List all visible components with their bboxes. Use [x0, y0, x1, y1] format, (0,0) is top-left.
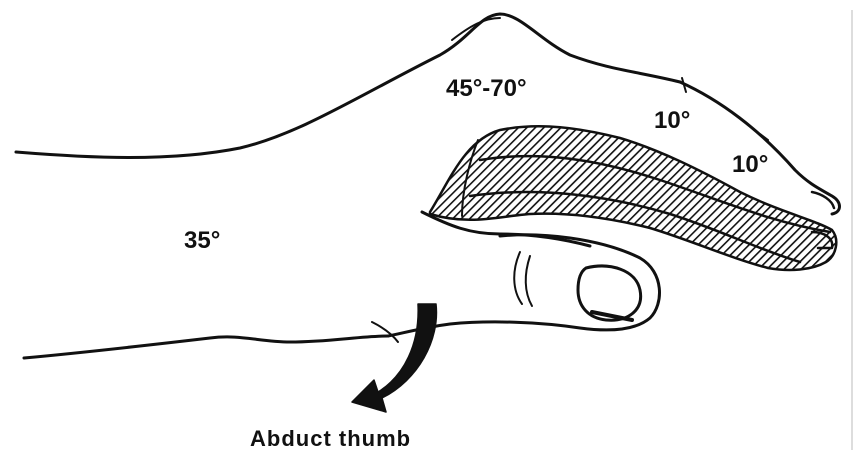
thumbnail: [578, 266, 641, 320]
abduct-thumb-caption: Abduct thumb: [250, 426, 411, 451]
thumb-crease-1: [514, 252, 522, 304]
knuckle-contour: [452, 18, 500, 40]
wrist-crease: [372, 322, 398, 342]
wrist-angle-label: 35°: [184, 227, 220, 254]
dip-angle-label: 10°: [732, 151, 768, 178]
forearm-bottom-outline: [24, 336, 388, 358]
mcp-angle-label: 45°-70°: [446, 75, 527, 102]
thumb-crease-2: [526, 256, 532, 306]
abduction-arrow: [352, 304, 436, 412]
pip-angle-label: 10°: [654, 107, 690, 134]
